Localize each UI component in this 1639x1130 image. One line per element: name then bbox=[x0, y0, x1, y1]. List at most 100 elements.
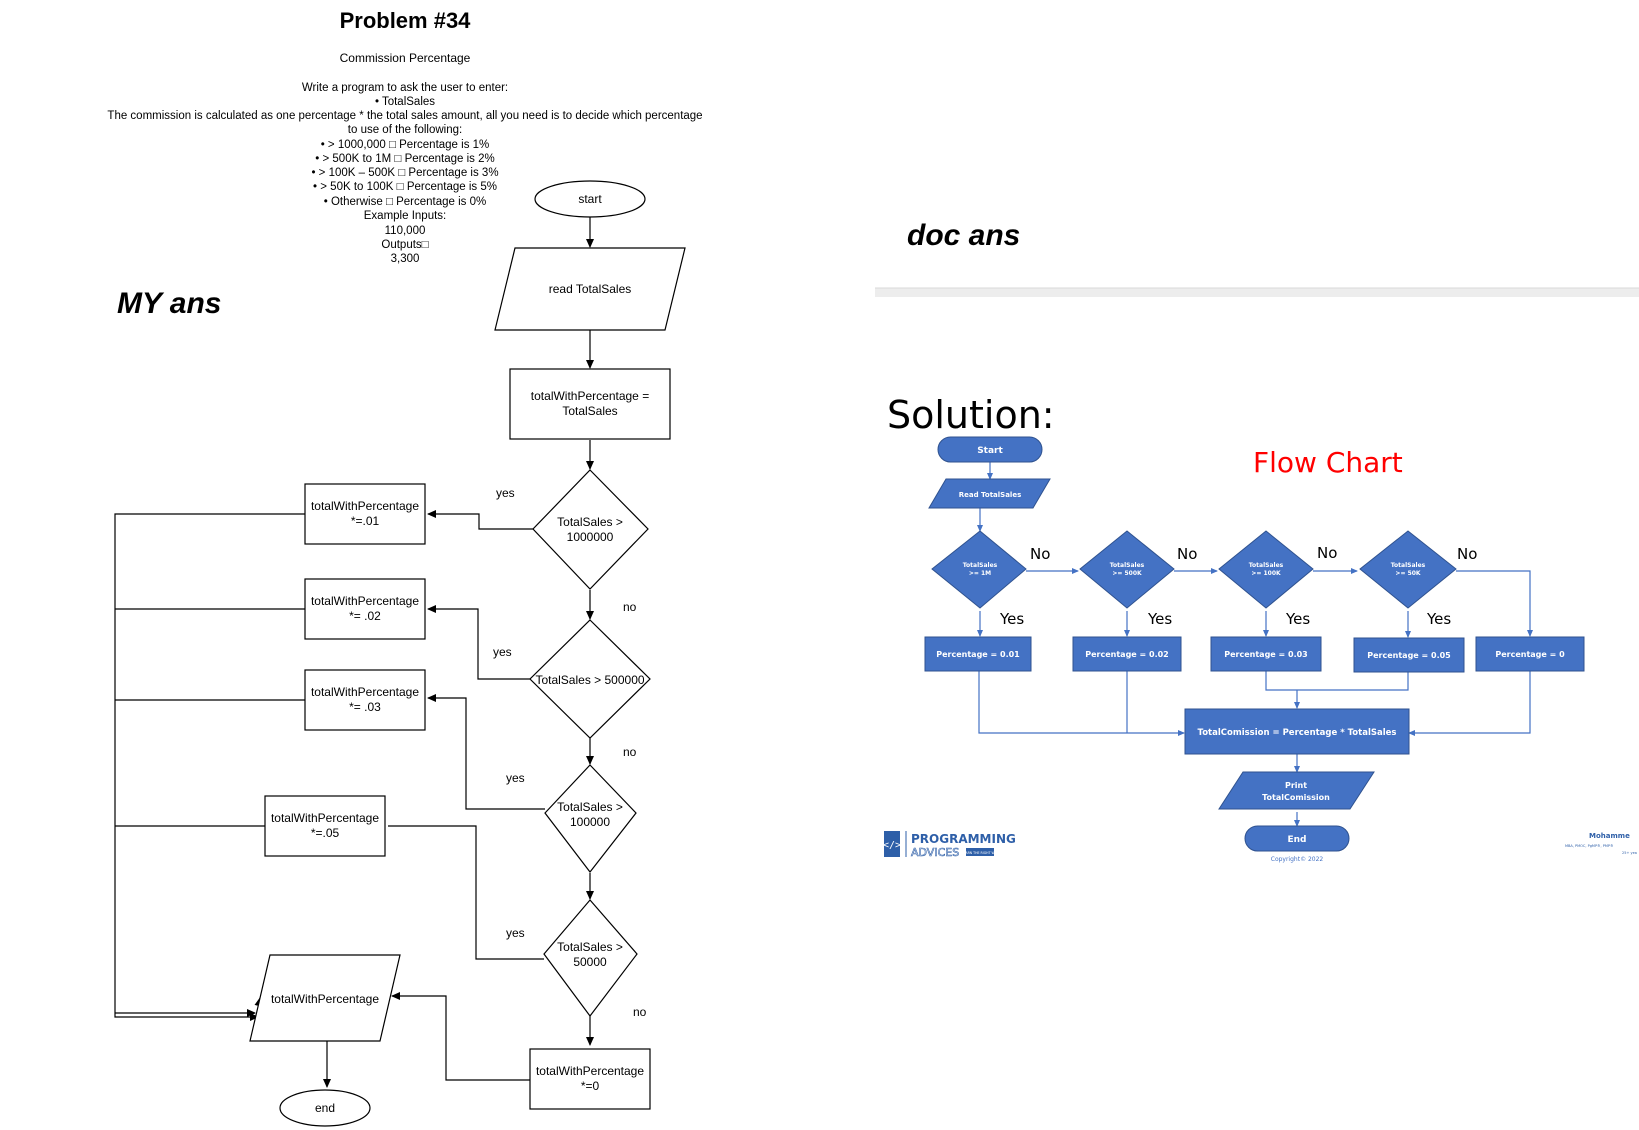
doc-decision-2-label: >= 500K bbox=[1112, 570, 1142, 577]
doc-no-label: No bbox=[1177, 545, 1197, 563]
process-05-label: totalWithPercentage bbox=[271, 811, 379, 825]
divider-line bbox=[875, 288, 1639, 297]
doc-total-box bbox=[1184, 708, 1410, 755]
problem-line: 3,300 bbox=[391, 253, 420, 265]
doc-percentage-box bbox=[1210, 636, 1322, 672]
decision-2-label: TotalSales > 500000 bbox=[535, 673, 644, 687]
programming-advices-logo: </> PROGRAMMING ADVICES LEARN THE RIGHT … bbox=[883, 831, 1016, 859]
problem-line: 110,000 bbox=[385, 225, 426, 237]
doc-percentage-label: Percentage = 0.03 bbox=[1224, 650, 1307, 659]
doc-yes-label: Yes bbox=[1147, 610, 1172, 628]
yes-label: yes bbox=[506, 771, 525, 785]
doc-percentage-box bbox=[924, 636, 1032, 672]
doc-percentage-label: Percentage = 0 bbox=[1495, 650, 1565, 659]
doc-print-parallelogram bbox=[1218, 771, 1375, 810]
decision-4-label: TotalSales > bbox=[557, 940, 623, 954]
doc-start-terminal bbox=[937, 436, 1043, 463]
my-ans-labels: start read TotalSales totalWithPercentag… bbox=[271, 192, 649, 1115]
doc-decision-1-label: >= 1M bbox=[969, 570, 991, 577]
yes-label: yes bbox=[493, 645, 512, 659]
doc-percentage-box bbox=[1475, 636, 1585, 672]
doc-end-label: End bbox=[1288, 835, 1307, 845]
process-05 bbox=[264, 795, 386, 857]
doc-print-label: TotalComission bbox=[1262, 793, 1330, 802]
doc-no-label: No bbox=[1457, 545, 1477, 563]
problem-line: Write a program to ask the user to enter… bbox=[302, 82, 508, 94]
problem-subtitle: Commission Percentage bbox=[340, 51, 471, 65]
problem-line: • TotalSales bbox=[375, 96, 435, 108]
process-03 bbox=[304, 669, 426, 731]
logo-tag-bg bbox=[966, 848, 994, 856]
doc-end-terminal bbox=[1244, 825, 1350, 852]
my-ans-connectors bbox=[114, 215, 594, 1088]
doc-yes-label: Yes bbox=[999, 610, 1024, 628]
doc-decision-3-label: >= 100K bbox=[1251, 570, 1281, 577]
flow-chart-title: Flow Chart bbox=[1253, 446, 1403, 479]
doc-total-label: TotalComission = Percentage * TotalSales bbox=[1198, 728, 1397, 738]
doc-start-label: Start bbox=[977, 446, 1003, 456]
logo-tag: LEARN THE RIGHT WAY bbox=[962, 851, 999, 855]
problem-line: • > 500K to 1M □ Percentage is 2% bbox=[315, 153, 494, 165]
doc-copyright: Copyright© 2022 bbox=[1271, 856, 1324, 863]
problem-line: • > 1000,000 □ Percentage is 1% bbox=[321, 139, 490, 151]
process-02 bbox=[304, 578, 426, 640]
process-02-label: *= .02 bbox=[349, 609, 381, 623]
logo-top-text: PROGRAMMING bbox=[911, 832, 1016, 846]
decision-1-label: TotalSales > bbox=[557, 515, 623, 529]
doc-print-label: Print bbox=[1285, 781, 1307, 790]
doc-no-label: No bbox=[1317, 544, 1337, 562]
problem-line: The commission is calculated as one perc… bbox=[107, 110, 702, 122]
doc-ans-heading: doc ans bbox=[907, 219, 1020, 252]
doc-ans-labels: Start Read TotalSales TotalSales >= 1M T… bbox=[936, 446, 1565, 863]
process-0 bbox=[529, 1048, 651, 1110]
output-label: totalWithPercentage bbox=[271, 992, 379, 1006]
logo-bottom-text: ADVICES bbox=[911, 846, 959, 859]
no-label: no bbox=[623, 600, 637, 614]
doc-decision-1-label: TotalSales bbox=[963, 562, 998, 569]
read-label: read TotalSales bbox=[549, 282, 632, 296]
doc-yes-label: Yes bbox=[1285, 610, 1310, 628]
doc-decision-3 bbox=[1218, 530, 1314, 609]
process-0-label: *=0 bbox=[581, 1079, 600, 1093]
doc-ans-connectors bbox=[977, 462, 1533, 827]
init-process bbox=[509, 368, 671, 440]
doc-no-label: No bbox=[1030, 545, 1050, 563]
author-name: Mohamme bbox=[1589, 832, 1630, 840]
start-oval bbox=[534, 180, 646, 218]
author-credentials: MBA, PMOC, PgMP®, PMP® bbox=[1565, 844, 1614, 848]
output-parallelogram bbox=[249, 954, 401, 1042]
logo-mark bbox=[884, 831, 900, 857]
process-03-label: *= .03 bbox=[349, 700, 381, 714]
init-label: TotalSales bbox=[562, 404, 617, 418]
doc-percentage-label: Percentage = 0.01 bbox=[936, 650, 1020, 659]
process-01-label: totalWithPercentage bbox=[311, 499, 419, 513]
process-03-label: totalWithPercentage bbox=[311, 685, 419, 699]
my-ans-heading: MY ans bbox=[117, 287, 222, 320]
doc-decision-4-label: >= 50K bbox=[1395, 570, 1420, 577]
doc-percentage-label: Percentage = 0.02 bbox=[1085, 650, 1168, 659]
decision-2 bbox=[529, 619, 651, 739]
decision-1-label: 1000000 bbox=[567, 530, 614, 544]
doc-decision-3-label: TotalSales bbox=[1249, 562, 1284, 569]
doc-decision-1 bbox=[931, 530, 1027, 609]
doc-ans-shapes bbox=[924, 436, 1585, 852]
yes-label: yes bbox=[496, 486, 515, 500]
yes-label: yes bbox=[506, 926, 525, 940]
doc-percentage-box bbox=[1072, 636, 1182, 672]
problem-lines: Write a program to ask the user to enter… bbox=[107, 82, 702, 265]
doc-yes-label: Yes bbox=[1426, 610, 1451, 628]
process-05-label: *=.05 bbox=[311, 826, 340, 840]
doc-decision-2-label: TotalSales bbox=[1110, 562, 1145, 569]
problem-line: Example Inputs: bbox=[364, 210, 446, 222]
doc-percentage-label: Percentage = 0.05 bbox=[1367, 651, 1451, 660]
decision-4 bbox=[543, 899, 638, 1018]
decision-3-label: TotalSales > bbox=[557, 800, 623, 814]
read-parallelogram bbox=[494, 247, 686, 331]
process-0-label: totalWithPercentage bbox=[536, 1064, 644, 1078]
doc-read-parallelogram bbox=[928, 478, 1051, 509]
doc-percentage-box bbox=[1353, 637, 1465, 673]
problem-line: • Otherwise □ Percentage is 0% bbox=[324, 196, 486, 208]
doc-decision-4-label: TotalSales bbox=[1391, 562, 1426, 569]
problem-line: Outputs□ bbox=[381, 239, 428, 251]
